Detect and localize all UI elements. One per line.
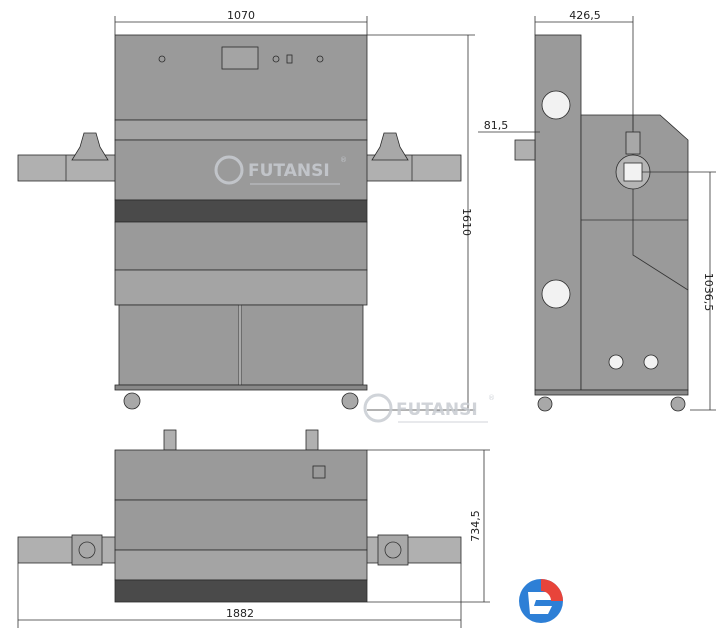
front-lower-section xyxy=(114,221,368,271)
top-view: 734,5 1882 xyxy=(17,429,490,628)
watermark: FUTANSI ® xyxy=(214,155,347,185)
dimension-side-height: 1036,5 xyxy=(702,273,715,312)
watermark-registered: ® xyxy=(340,156,347,164)
side-porthole xyxy=(541,279,571,309)
side-body xyxy=(580,114,689,391)
side-flange-core xyxy=(623,162,643,182)
dimension-front-width: 1070 xyxy=(227,9,255,22)
watermark: FUTANSI ® xyxy=(363,393,495,423)
front-base xyxy=(114,384,368,391)
watermark-brand: FUTANSI xyxy=(396,400,478,420)
dimension-top-depth: 734,5 xyxy=(469,510,482,542)
side-base xyxy=(534,389,689,396)
front-right-door xyxy=(240,304,364,386)
side-porthole xyxy=(541,90,571,120)
top-cabinet xyxy=(114,449,368,501)
side-nozzle xyxy=(625,131,641,155)
brand-logo xyxy=(519,579,563,623)
side-view: 426,5 81,5 1036,5 xyxy=(478,9,716,412)
top-lower-section xyxy=(114,549,368,581)
top-middle-section xyxy=(114,499,368,551)
dimension-side-offset: 81,5 xyxy=(484,119,509,132)
side-porthole-small xyxy=(608,354,624,370)
front-right-nozzle xyxy=(371,132,409,161)
caster-wheel xyxy=(670,396,686,412)
front-left-nozzle xyxy=(71,132,109,161)
indicator-light xyxy=(272,55,280,63)
side-outlet-pipe xyxy=(514,139,536,161)
front-left-door xyxy=(118,304,240,386)
top-vent xyxy=(312,465,326,479)
watermark-brand: FUTANSI xyxy=(248,161,330,181)
top-nozzle xyxy=(163,429,177,451)
caster-wheel xyxy=(123,392,141,410)
control-display xyxy=(221,46,259,70)
side-cabinet xyxy=(534,34,582,391)
front-frame xyxy=(114,269,368,306)
caster-wheel xyxy=(341,392,359,410)
dimension-side-width: 426,5 xyxy=(569,9,601,22)
dimension-front-height: 1610 xyxy=(460,208,473,236)
caster-wheel xyxy=(537,396,553,412)
indicator-light xyxy=(316,55,324,63)
switch xyxy=(286,54,293,64)
dimension-top-width: 1882 xyxy=(226,607,254,620)
front-dark-band xyxy=(114,199,368,223)
watermark-registered: ® xyxy=(488,394,495,402)
front-band xyxy=(114,119,368,141)
front-view: 1070 1610 xyxy=(17,9,475,411)
top-nozzle xyxy=(305,429,319,451)
top-dark-band xyxy=(114,579,368,603)
top-left-pipe xyxy=(17,536,119,564)
indicator-light xyxy=(158,55,166,63)
side-porthole-small xyxy=(643,354,659,370)
top-right-flange xyxy=(377,534,409,566)
top-left-flange xyxy=(71,534,103,566)
